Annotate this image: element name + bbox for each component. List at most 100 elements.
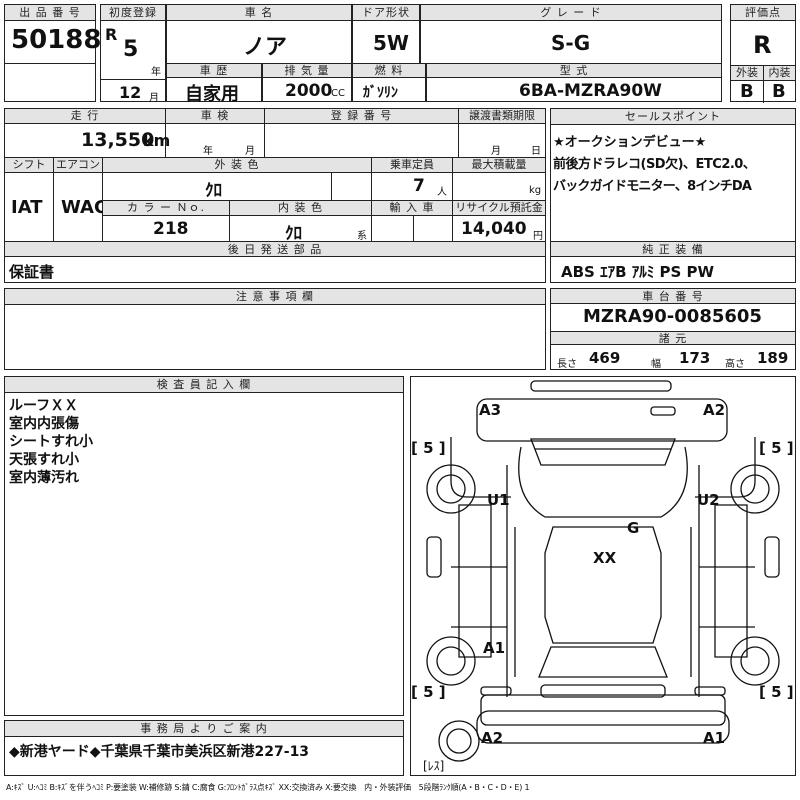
import-header: 輸 入 車 — [372, 201, 452, 215]
mark-u2: U2 — [697, 491, 720, 509]
interior-color-unit: 系 — [357, 231, 367, 242]
mark-a2-top: A2 — [703, 401, 726, 419]
max-load-header: 最大積載量 — [453, 158, 545, 172]
chassis-number: MZRA90-0085605 — [583, 306, 762, 327]
dimensions-header: 諸 元 — [551, 331, 795, 345]
history-header: 車 歴 — [167, 64, 261, 78]
model-code: 6BA-MZRA90W — [519, 81, 662, 101]
tire-front-right: [ 5 ] — [759, 439, 794, 457]
mark-a3: A3 — [479, 401, 502, 419]
mark-a1-left: A1 — [483, 639, 506, 657]
mark-g: G — [627, 519, 640, 537]
tire-front-left: [ 5 ] — [411, 439, 446, 457]
equipment: ABS ｴｱB ｱﾙﾐ PS PW — [561, 263, 715, 281]
damage-diagram: A3 A2 [ 5 ] [ 5 ] U1 U2 G XX A1 [ 5 ] [ … — [410, 376, 796, 776]
grade-header: グ レ ー ド — [421, 5, 721, 21]
office-header: 事 務 局 よ り ご 案 内 — [5, 721, 403, 737]
overall-rating: R — [753, 31, 772, 59]
inspector-box: 検 査 員 記 入 欄 ルーフＸＸ 室内内張傷 シートすれ小 天張すれ小 室内薄… — [4, 376, 404, 716]
later-parts-header: 後 日 発 送 部 品 — [5, 242, 545, 257]
car-name-box: 車 名 ノア — [166, 4, 352, 64]
shift: IAT — [11, 197, 43, 218]
later-parts-box: 後 日 発 送 部 品 保証書 — [4, 241, 546, 283]
reg-year-unit: 年 — [151, 67, 161, 78]
mark-a1-bottom: A1 — [703, 729, 726, 747]
width-label: 幅 — [651, 359, 661, 370]
notes-header: 注 意 事 項 欄 — [5, 289, 545, 305]
inspector-line: 室内内張傷 — [9, 416, 79, 432]
interior-color: ｸﾛ — [285, 224, 302, 244]
fuel-box: 燃 料 ｶﾞｿﾘﾝ — [352, 63, 426, 102]
first-registration-box: 初度登録 R 5 年 12 月 — [100, 4, 166, 104]
first-registration-header: 初度登録 — [101, 5, 165, 21]
inspector-line: 室内薄汚れ — [9, 470, 79, 486]
color-no-header: カ ラ ー Ｎｏ. — [103, 201, 229, 215]
inspector-line: シートすれ小 — [9, 434, 93, 450]
fuel: ｶﾞｿﾘﾝ — [363, 85, 398, 101]
exterior-color-header: 外 装 色 — [103, 158, 371, 172]
lot-number-box: 出 品 番 号 50188 — [4, 4, 101, 102]
equipment-header: 純 正 装 備 — [551, 242, 795, 257]
recycle-fee: 14,040 — [461, 219, 527, 239]
sales-point-line: ★オークションデビュー★ — [553, 135, 707, 150]
exterior-color: ｸﾛ — [205, 181, 222, 201]
inspector-line: ルーフＸＸ — [9, 398, 79, 414]
reg-month: 12 — [119, 83, 142, 102]
office-info: ◆新港ヤード◆千葉県千葉市美浜区新港227-13 — [9, 744, 310, 760]
notes-box: 注 意 事 項 欄 — [4, 288, 546, 370]
displacement-unit: CC — [331, 88, 345, 99]
recycle-unit: 円 — [533, 231, 543, 242]
later-parts: 保証書 — [9, 263, 55, 281]
model-box: 型 式 6BA-MZRA90W — [426, 63, 722, 102]
displacement-header: 排 気 量 — [263, 64, 351, 78]
transfer-month-unit: 月 — [491, 146, 501, 157]
interior-color-header: 内 装 色 — [230, 201, 371, 215]
door-type: 5W — [373, 31, 409, 55]
mileage-header: 走 行 — [5, 109, 165, 123]
sales-point-line: 前後方ドラレコ(SD欠)、ETC2.0、 — [553, 157, 756, 172]
height-label: 高さ — [725, 359, 745, 370]
chassis-box: 車 台 番 号 MZRA90-0085605 諸 元 長さ 469 幅 173 … — [550, 288, 796, 370]
spec-grid: 走 行 車 検 登 録 番 号 譲渡書類期限 13,550 km 年 月 月 日… — [4, 108, 546, 244]
inspector-header: 検 査 員 記 入 欄 — [5, 377, 403, 393]
reg-month-unit: 月 — [149, 93, 159, 104]
mark-u1: U1 — [487, 491, 510, 509]
car-name: ノア — [243, 35, 288, 60]
tire-rear-right: [ 5 ] — [759, 683, 794, 701]
mileage-unit: km — [143, 131, 171, 150]
capacity-unit: 人 — [437, 187, 447, 198]
color-no: 218 — [153, 219, 189, 239]
spare-tire-label: [ﾚｽ] — [423, 759, 445, 773]
mark-a2-bottom: A2 — [481, 729, 504, 747]
interior-rating: B — [772, 81, 786, 102]
model-header: 型 式 — [427, 64, 721, 78]
aircon-header: エアコン — [54, 158, 102, 172]
sales-points-box: セールスポイント ★オークションデビュー★ 前後方ドラレコ(SD欠)、ETC2.… — [550, 108, 796, 242]
width: 173 — [679, 349, 711, 367]
inspection-year-unit: 年 — [203, 146, 213, 157]
legend: A:ｷｽﾞ U:ﾍｺﾐ B:ｷｽﾞを伴うﾍｺﾐ P:要塗装 W:補修跡 S:錆 … — [6, 783, 530, 792]
displacement: 2000 — [285, 81, 333, 101]
tire-rear-left: [ 5 ] — [411, 683, 446, 701]
car-outline — [426, 380, 780, 762]
interior-rating-header: 内装 — [764, 66, 795, 80]
lot-number: 50188 — [11, 25, 102, 55]
history-box: 車 歴 自家用 — [166, 63, 262, 105]
sales-points-header: セールスポイント — [551, 109, 795, 125]
lot-number-header: 出 品 番 号 — [5, 5, 95, 21]
length: 469 — [589, 349, 621, 367]
inspector-line: 天張すれ小 — [9, 452, 79, 468]
displacement-box: 排 気 量 2000 CC — [262, 63, 352, 102]
capacity: 7 — [413, 176, 425, 196]
recycle-header: リサイクル預託金 — [453, 201, 545, 215]
capacity-header: 乗車定員 — [372, 158, 452, 172]
office-box: 事 務 局 よ り ご 案 内 ◆新港ヤード◆千葉県千葉市美浜区新港227-13 — [4, 720, 404, 776]
height: 189 — [757, 349, 789, 367]
exterior-rating-header: 外装 — [731, 66, 763, 80]
era: R — [105, 25, 118, 44]
max-load-unit: kg — [529, 185, 542, 196]
registration-header: 登 録 番 号 — [265, 109, 458, 123]
history: 自家用 — [185, 84, 239, 105]
door-header: ドア形状 — [353, 5, 419, 21]
inspection-month-unit: 月 — [245, 146, 255, 157]
